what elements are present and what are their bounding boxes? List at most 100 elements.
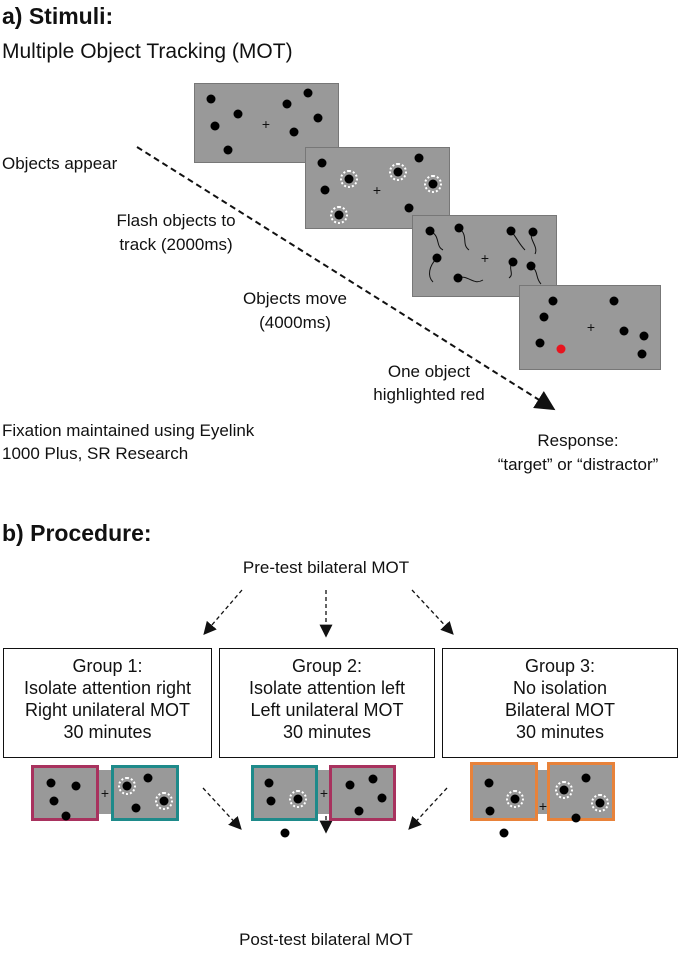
object-dot <box>264 778 274 788</box>
group-line: Isolate attention left <box>248 678 406 698</box>
object-dot <box>619 326 629 336</box>
procedure-heading: b) Procedure: <box>2 520 152 546</box>
object-dot <box>454 223 464 233</box>
object-dot <box>377 793 387 803</box>
fixation-cross: + <box>372 182 382 198</box>
label-flash-line1: Flash objects to <box>116 211 236 230</box>
object-dot <box>210 121 220 131</box>
fixation-cross: + <box>586 319 596 335</box>
object-dot <box>303 88 313 98</box>
object-dot <box>559 785 569 795</box>
group-3-right-field <box>547 762 615 823</box>
group-line: Isolate attention right <box>23 678 192 698</box>
target-ring <box>506 790 524 808</box>
object-dot <box>334 210 344 220</box>
object-dot <box>571 813 581 823</box>
display-center-strip <box>95 770 115 814</box>
stimuli-subtitle: Multiple Object Tracking (MOT) <box>2 40 293 63</box>
group-1-box: Group 1: Isolate attention right Right u… <box>3 648 212 758</box>
object-dot <box>393 167 403 177</box>
label-highlight-line1: One object <box>387 362 471 381</box>
object-dot <box>320 185 330 195</box>
object-dot <box>289 127 299 137</box>
fixation-cross: + <box>480 250 490 266</box>
object-dot <box>266 796 276 806</box>
group-1-right-field <box>111 765 179 821</box>
object-dot <box>595 798 605 808</box>
object-dot <box>282 99 292 109</box>
target-ring <box>495 824 513 842</box>
object-dot <box>46 778 56 788</box>
object-dot <box>404 203 414 213</box>
group-line: Right unilateral MOT <box>24 700 191 720</box>
object-dot <box>539 312 549 322</box>
object-dot <box>49 796 59 806</box>
label-highlight-line2: highlighted red <box>373 385 485 404</box>
fixation-cross: + <box>261 116 271 132</box>
object-dot <box>453 273 463 283</box>
object-dot <box>609 296 619 306</box>
label-flash-line2: track (2000ms) <box>119 235 233 254</box>
object-dot <box>71 781 81 791</box>
object-dot <box>535 338 545 348</box>
object-dot <box>428 179 438 189</box>
object-dot <box>425 226 435 236</box>
object-dot <box>639 331 649 341</box>
target-ring <box>289 790 307 808</box>
fixation-cross: + <box>538 798 548 814</box>
object-dot <box>432 253 442 263</box>
group-title: Group 1: <box>72 656 143 676</box>
group-2-box: Group 2: Isolate attention left Left uni… <box>219 648 435 758</box>
group-2-left-field <box>251 765 318 842</box>
object-dot <box>206 94 216 104</box>
group-title: Group 2: <box>291 656 363 676</box>
response-line1: Response: <box>537 431 619 450</box>
object-dot <box>317 158 327 168</box>
target-ring <box>591 794 609 812</box>
target-ring <box>118 777 136 795</box>
group-line: Left unilateral MOT <box>250 700 404 720</box>
fixation-cross: + <box>100 785 110 801</box>
target-ring <box>389 163 407 181</box>
target-ring <box>155 792 173 810</box>
label-objects-appear: Objects appear <box>2 154 118 173</box>
object-dot <box>313 113 323 123</box>
stimuli-heading: a) Stimuli: <box>2 3 114 29</box>
fixation-cross: + <box>319 785 329 801</box>
group-title: Group 3: <box>524 656 596 676</box>
group-duration: 30 minutes <box>282 722 372 742</box>
object-dot <box>354 806 364 816</box>
object-dot <box>223 145 233 155</box>
target-ring <box>424 175 442 193</box>
fixation-note-line1: Fixation maintained using Eyelink <box>2 421 255 440</box>
group-3-left-field <box>470 762 538 842</box>
object-dot <box>581 773 591 783</box>
object-dot <box>526 261 536 271</box>
object-dot <box>368 774 378 784</box>
object-dot <box>61 811 71 821</box>
group-1-left-field <box>31 765 99 821</box>
object-dot <box>510 794 520 804</box>
object-dot <box>344 174 354 184</box>
object-dot <box>508 257 518 267</box>
group-3-box: Group 3: No isolation Bilateral MOT 30 m… <box>442 648 678 758</box>
object-dot <box>528 227 538 237</box>
group-2-right-field <box>329 765 396 821</box>
object-dot <box>293 794 303 804</box>
target-ring <box>340 170 358 188</box>
object-dot <box>484 778 494 788</box>
object-dot <box>233 109 243 119</box>
object-dot <box>122 781 132 791</box>
target-ring <box>555 781 573 799</box>
object-dot <box>485 806 495 816</box>
label-move-line2: (4000ms) <box>259 313 331 332</box>
group-duration: 30 minutes <box>515 722 605 742</box>
stimulus-panel-highlight: + <box>519 285 661 370</box>
label-move-line1: Objects move <box>243 289 347 308</box>
posttest-label: Post-test bilateral MOT <box>239 930 413 949</box>
object-dot <box>414 153 424 163</box>
target-ring <box>330 206 348 224</box>
group-line: Bilateral MOT <box>504 700 616 720</box>
stimulus-panel-move: + <box>412 215 557 297</box>
fixation-note-line2: 1000 Plus, SR Research <box>2 444 189 463</box>
